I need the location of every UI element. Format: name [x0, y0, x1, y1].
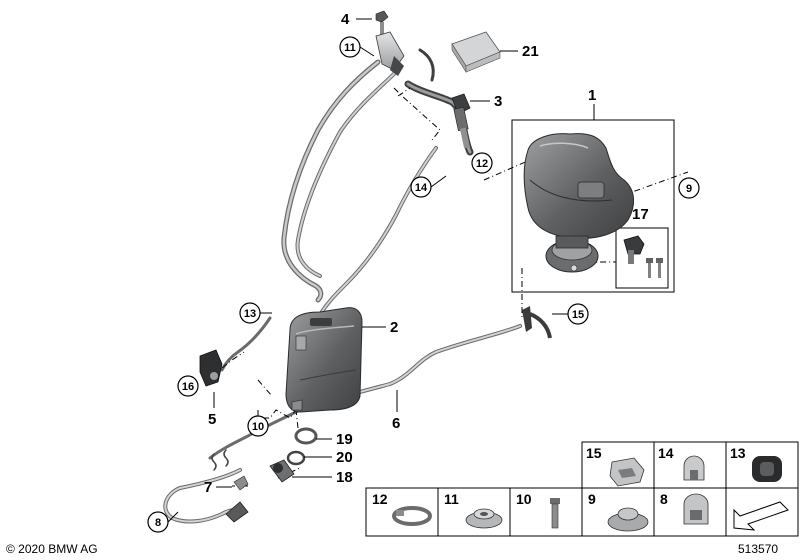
- part-17-sensor-kit[interactable]: [623, 235, 663, 278]
- part-21-control-unit[interactable]: [451, 31, 501, 74]
- callout-2: 2: [390, 319, 398, 336]
- legend-part-11-nut: [465, 508, 503, 529]
- circled-callout-labels: 11 12 14 9 13 15 16 10 8: [155, 42, 692, 529]
- callout-1: 1: [588, 87, 596, 104]
- legend-label-15: 15: [586, 445, 602, 461]
- part-15-bracket[interactable]: [522, 306, 552, 339]
- callout-numbers: 4 21 1 3 2 17 5 6 7 19 20 18: [204, 11, 649, 496]
- legend-label-8: 8: [660, 491, 668, 507]
- legend-part-14-clip: [683, 455, 705, 481]
- callout-6: 6: [392, 415, 400, 432]
- callout-3: 3: [494, 93, 502, 110]
- dashed-leaders: [211, 87, 689, 487]
- part-4-fitting[interactable]: [375, 10, 405, 76]
- callout-19: 19: [336, 431, 353, 448]
- legend-part-8-clip: [683, 493, 709, 525]
- legend-label-12: 12: [372, 491, 388, 507]
- part-3-valve[interactable]: [451, 93, 471, 149]
- callout-20: 20: [336, 449, 353, 466]
- legend-label-10: 10: [516, 491, 532, 507]
- diagram-number: 513570: [738, 542, 779, 556]
- parts-18-20-connectors[interactable]: [233, 427, 318, 491]
- bottom-connector-8[interactable]: [225, 501, 249, 523]
- legend-label-9: 9: [588, 491, 596, 507]
- legend-part-12-hose-clamp: [392, 506, 432, 526]
- callout-5: 5: [208, 411, 216, 428]
- circled-10: 10: [252, 421, 264, 433]
- circled-16: 16: [182, 381, 194, 393]
- circled-13: 13: [244, 308, 256, 320]
- copyright-text: © 2020 BMW AG: [6, 542, 98, 556]
- circled-15: 15: [572, 309, 584, 321]
- kit-frame-17: [615, 227, 669, 289]
- part-16-holder[interactable]: [199, 349, 223, 387]
- part-1-tank-module[interactable]: [523, 133, 634, 273]
- circled-14: 14: [415, 182, 428, 194]
- part-2-reservoir[interactable]: [285, 307, 363, 413]
- legend-part-9-nut: [607, 507, 649, 532]
- callout-17: 17: [632, 206, 649, 223]
- callout-21: 21: [522, 43, 539, 60]
- legend-label-14: 14: [658, 445, 674, 461]
- callout-18: 18: [336, 469, 353, 486]
- legend-label-13: 13: [730, 445, 746, 461]
- assembly-frame-1: [511, 119, 675, 293]
- legend-label-11: 11: [444, 491, 459, 507]
- circled-8: 8: [155, 517, 161, 529]
- callout-7: 7: [204, 479, 212, 496]
- circled-12: 12: [476, 158, 488, 170]
- legend-part-13-grommet: [752, 456, 782, 482]
- callout-4: 4: [341, 11, 350, 28]
- parts-legend-table: 15 14 13 12 11 10 9 8: [365, 441, 799, 537]
- legend-part-15-clip: [609, 457, 645, 487]
- circled-11: 11: [344, 42, 356, 54]
- circled-9: 9: [686, 183, 692, 195]
- legend-part-10-bolt: [550, 498, 560, 529]
- legend-arrow-icon: [733, 501, 789, 531]
